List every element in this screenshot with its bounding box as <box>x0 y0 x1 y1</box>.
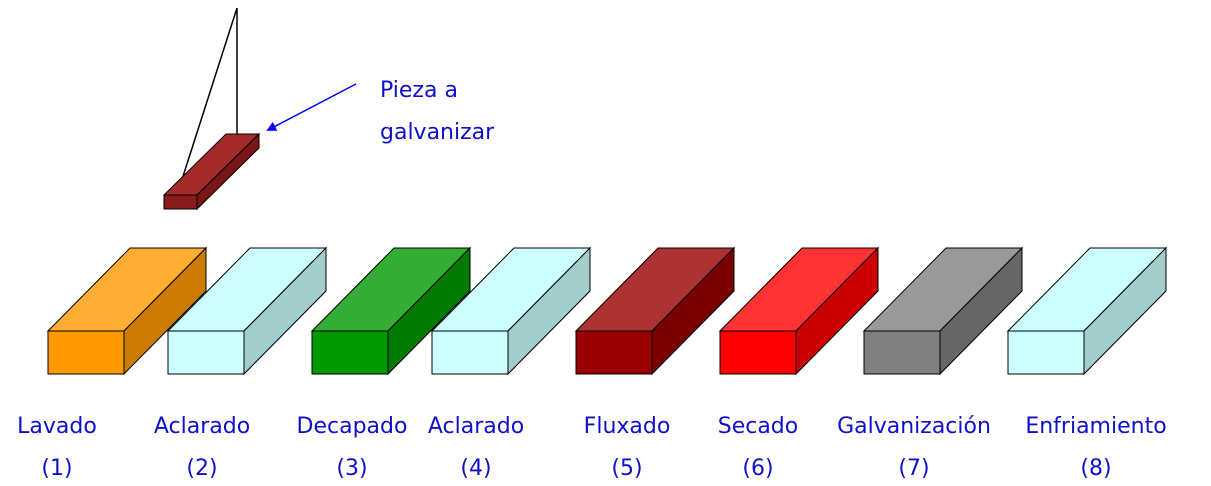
tank-label-name: Enfriamiento <box>1025 414 1166 439</box>
callout-line-1: Pieza a <box>380 78 458 103</box>
tank-label-name: Galvanización <box>837 414 991 439</box>
tank-4 <box>430 246 592 376</box>
workpiece <box>162 132 261 211</box>
tank-label-number: (2) <box>186 456 217 481</box>
tank-label-number: (4) <box>460 456 491 481</box>
tank-7 <box>862 246 1024 376</box>
tank-label-number: (6) <box>742 456 773 481</box>
tank-front <box>719 330 797 375</box>
tanks <box>46 246 1168 376</box>
tank-label-name: Aclarado <box>154 414 250 439</box>
tank-label-name: Decapado <box>297 414 408 439</box>
workpiece-callout: Pieza a galvanizar <box>266 78 495 145</box>
tank-front <box>167 330 245 375</box>
tank-front <box>575 330 653 375</box>
wire-left <box>176 7 238 196</box>
hanging-wires <box>176 7 238 196</box>
tank-label-name: Secado <box>718 414 799 439</box>
tank-label-number: (7) <box>898 456 929 481</box>
tank-3 <box>310 246 472 376</box>
tank-label-name: Lavado <box>17 414 97 439</box>
tank-1 <box>46 246 208 376</box>
workpiece-side <box>196 132 260 211</box>
callout-arrow <box>266 83 357 131</box>
callout-line-2: galvanizar <box>380 120 495 145</box>
tank-6 <box>718 246 880 376</box>
tank-2 <box>166 246 328 376</box>
tank-8 <box>1006 246 1168 376</box>
tank-labels: Lavado (1) Aclarado (2) Decapado (3) Aclarado (… <box>17 414 1167 481</box>
tank-label-number: (5) <box>611 456 642 481</box>
tank-front <box>47 330 125 375</box>
tank-label-number: (3) <box>336 456 367 481</box>
tank-front <box>1007 330 1085 375</box>
tank-label-name: Aclarado <box>428 414 524 439</box>
tank-front <box>311 330 389 375</box>
tank-label-number: (1) <box>41 456 72 481</box>
tank-label-number: (8) <box>1080 456 1111 481</box>
tank-front <box>863 330 941 375</box>
workpiece-front <box>163 194 198 210</box>
tank-label-name: Fluxado <box>584 414 671 439</box>
tank-5 <box>574 246 736 376</box>
tank-front <box>431 330 509 375</box>
